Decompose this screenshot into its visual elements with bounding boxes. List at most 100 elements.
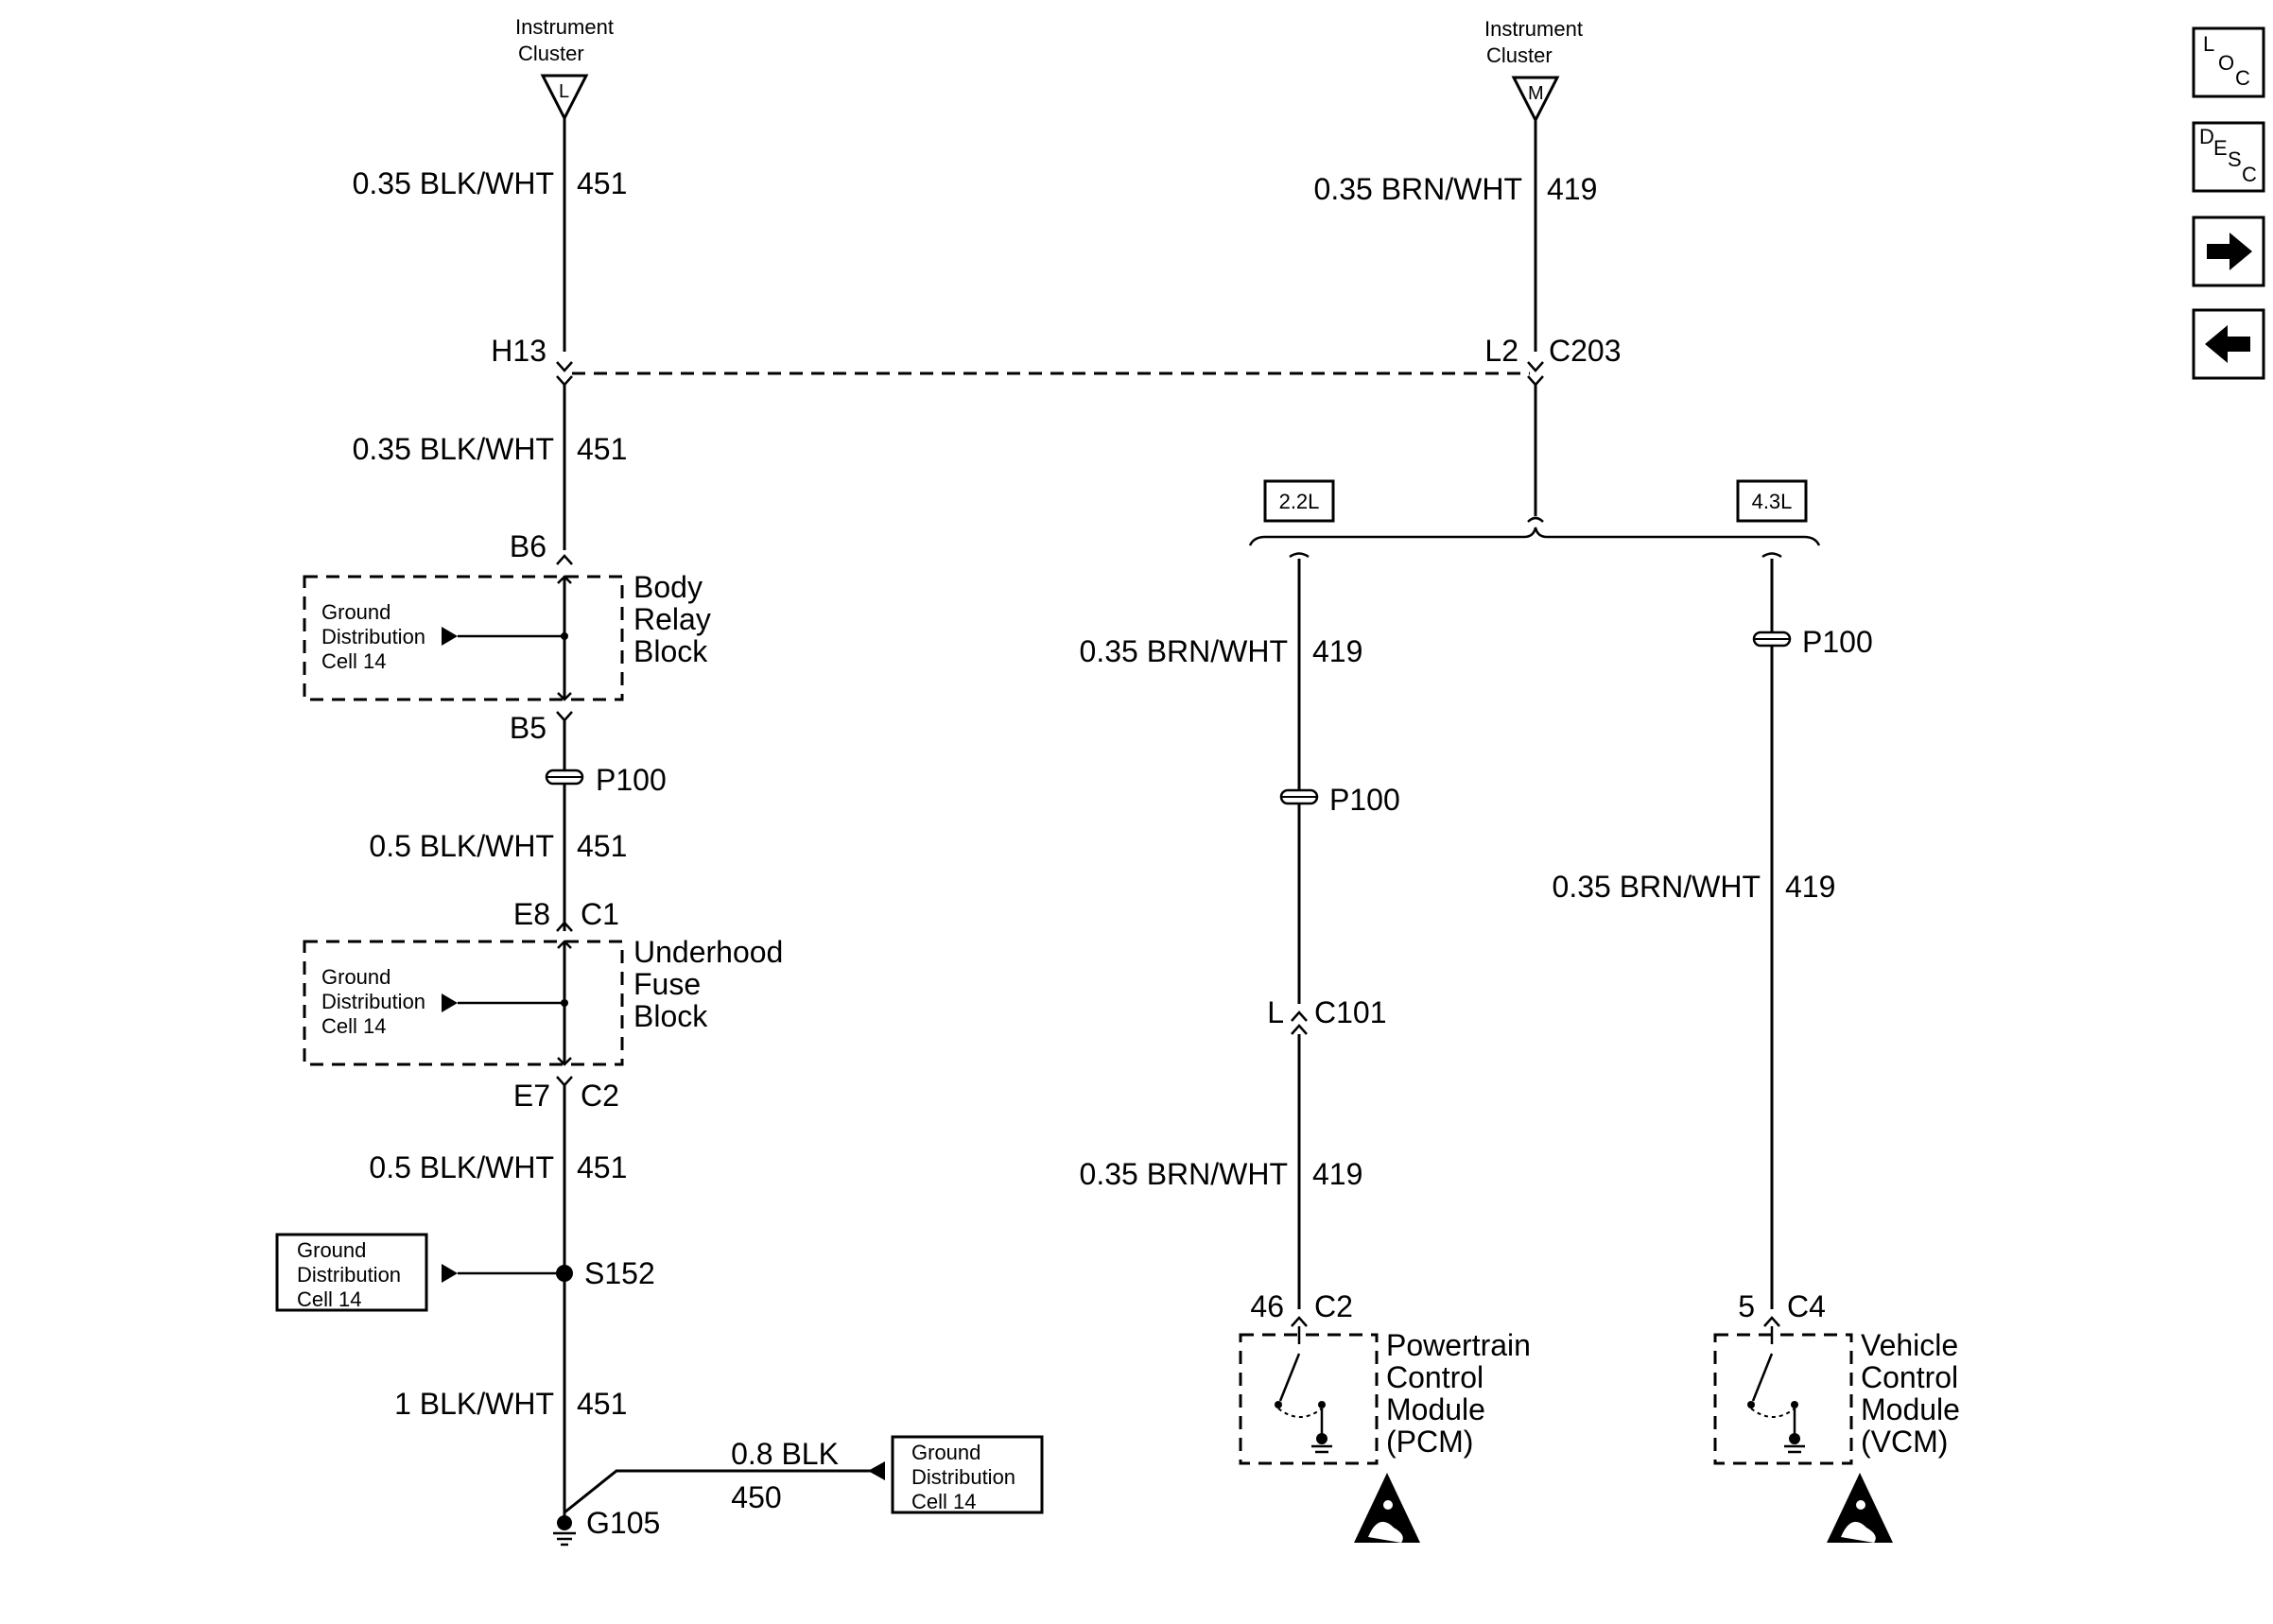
svg-text:C: C	[2242, 163, 2257, 186]
branch-b-module-pin: 5	[1738, 1289, 1755, 1323]
vcm-esd-warning-icon	[1827, 1473, 1893, 1543]
left-p100-grommet-icon	[545, 769, 584, 786]
fuse-ground-3: Cell 14	[321, 1014, 386, 1038]
body-relay-label-1: Body	[633, 570, 703, 604]
left-wire-5-gauge: 1 BLK/WHT	[394, 1387, 554, 1421]
branch-ground-2: Distribution	[911, 1465, 1015, 1489]
body-relay-in-pin: B6	[510, 529, 547, 563]
branch-a-module-conn: C2	[1314, 1289, 1353, 1323]
body-relay-block-box	[303, 575, 624, 701]
arrow-right-icon	[2207, 233, 2252, 270]
body-relay-label-3: Block	[633, 634, 708, 668]
right-source-pin: M	[1528, 83, 1544, 104]
branch-a-conn: C101	[1314, 995, 1387, 1029]
b5-connector-icon	[556, 711, 573, 722]
left-wire-3-gauge: 0.5 BLK/WHT	[369, 829, 554, 863]
nav-back-button[interactable]	[2192, 308, 2265, 380]
svg-text:E: E	[2213, 136, 2228, 160]
branch-wire-gauge: 0.8 BLK	[731, 1437, 839, 1471]
left-source-label-line2: Cluster	[518, 42, 584, 65]
left-wire-4-circuit: 451	[577, 1150, 627, 1184]
pcm-esd-warning-icon	[1354, 1473, 1420, 1543]
fuse-ground-2: Distribution	[321, 990, 425, 1013]
left-source-label-line1: Instrument	[515, 15, 614, 39]
branch-ground-box	[891, 1435, 1044, 1514]
ground-point-label: G105	[586, 1506, 660, 1540]
pcm-box	[1239, 1333, 1379, 1465]
branch-a-conn-pin: L	[1267, 995, 1284, 1029]
left-junction-pin: H13	[491, 334, 547, 368]
fuse-out-pin: E7	[513, 1079, 550, 1113]
splice-ground-1: Ground	[297, 1238, 366, 1262]
c4-module-connector-icon	[1763, 1316, 1780, 1327]
pcm-label-3: Module	[1386, 1392, 1485, 1426]
body-relay-ground-1: Ground	[321, 600, 390, 624]
left-wire-1-gauge: 0.35 BLK/WHT	[353, 166, 554, 200]
arrow-left-icon	[2205, 325, 2250, 363]
fuse-in-pin: E8	[513, 897, 550, 931]
left-wire-1-circuit: 451	[577, 166, 627, 200]
nav-forward-button[interactable]	[2192, 216, 2265, 287]
branch-a-p100-grommet-icon	[1279, 788, 1319, 805]
vcm-box	[1713, 1333, 1853, 1465]
branch-a-wire-1-circuit: 419	[1312, 634, 1362, 668]
pcm-label-2: Control	[1386, 1360, 1484, 1394]
left-source-terminal-icon	[540, 74, 589, 122]
splice-ground-box	[275, 1233, 428, 1312]
left-wire-2-gauge: 0.35 BLK/WHT	[353, 432, 554, 466]
engine-option-bracket	[1248, 527, 1821, 546]
fuse-block-label-3: Block	[633, 999, 708, 1033]
branch-b-wire-1-gauge: 0.35 BRN/WHT	[1553, 870, 1761, 904]
fuse-block-label-2: Fuse	[633, 967, 701, 1001]
c203-connector-icon	[1527, 361, 1544, 372]
left-wire-3-circuit: 451	[577, 829, 627, 863]
branch-a-wire-1-gauge: 0.35 BRN/WHT	[1080, 634, 1288, 668]
fuse-in-conn: C1	[581, 897, 619, 931]
right-source-label-line1: Instrument	[1484, 17, 1583, 41]
left-wire-4-gauge: 0.5 BLK/WHT	[369, 1150, 554, 1184]
branch-a-wire-2-circuit: 419	[1312, 1157, 1362, 1191]
option-a-box	[1263, 479, 1335, 523]
option-b-label: 4.3L	[1752, 490, 1793, 513]
splice-ground-3: Cell 14	[297, 1287, 361, 1311]
left-wire-5-circuit: 451	[577, 1387, 627, 1421]
ground-g105-icon	[553, 1515, 576, 1546]
body-relay-out-pin: B5	[510, 711, 547, 745]
splice-dot-icon	[556, 1265, 573, 1282]
right-wire-1-circuit: 419	[1547, 172, 1597, 206]
svg-text:D: D	[2199, 125, 2214, 148]
fuse-block-label-1: Underhood	[633, 935, 783, 969]
svg-text:L: L	[2203, 32, 2214, 56]
pcm-switch-icon	[1275, 1353, 1332, 1454]
branch-a-module-pin: 46	[1250, 1289, 1284, 1323]
c101-connector-icon	[1291, 1011, 1308, 1022]
branch-b-wire-1-circuit: 419	[1785, 870, 1835, 904]
body-relay-label-2: Relay	[633, 602, 711, 636]
left-source-pin: L	[559, 81, 569, 102]
c2-module-connector-icon	[1291, 1316, 1308, 1327]
e7-connector-icon	[556, 1076, 573, 1087]
branch-a-passthrough: P100	[1329, 783, 1400, 817]
splice-label: S152	[584, 1256, 655, 1290]
nav-loc-button[interactable]: L O C	[2192, 26, 2265, 98]
vcm-label-1: Vehicle	[1861, 1328, 1958, 1362]
option-b-box	[1736, 479, 1808, 523]
right-circuit: Instrument Cluster M 0.35 BRN/WHT 419 L2…	[1080, 17, 1960, 1543]
vcm-switch-icon	[1747, 1353, 1805, 1454]
left-wire-2-circuit: 451	[577, 432, 627, 466]
vcm-label-4: (VCM)	[1861, 1425, 1948, 1459]
branch-ground-1: Ground	[911, 1441, 980, 1464]
branch-ground-arrow-icon	[868, 1461, 885, 1480]
vcm-label-3: Module	[1861, 1392, 1960, 1426]
vcm-label-2: Control	[1861, 1360, 1958, 1394]
branch-b-module-conn: C4	[1787, 1289, 1826, 1323]
pcm-label-4: (PCM)	[1386, 1425, 1473, 1459]
fuse-out-conn: C2	[581, 1079, 619, 1113]
fuse-block-box	[303, 940, 624, 1066]
e8-connector-icon	[556, 921, 573, 932]
nav-desc-button[interactable]: D E S C	[2192, 121, 2265, 193]
branch-a-wire-2-gauge: 0.35 BRN/WHT	[1080, 1157, 1288, 1191]
option-a-label: 2.2L	[1279, 490, 1320, 513]
